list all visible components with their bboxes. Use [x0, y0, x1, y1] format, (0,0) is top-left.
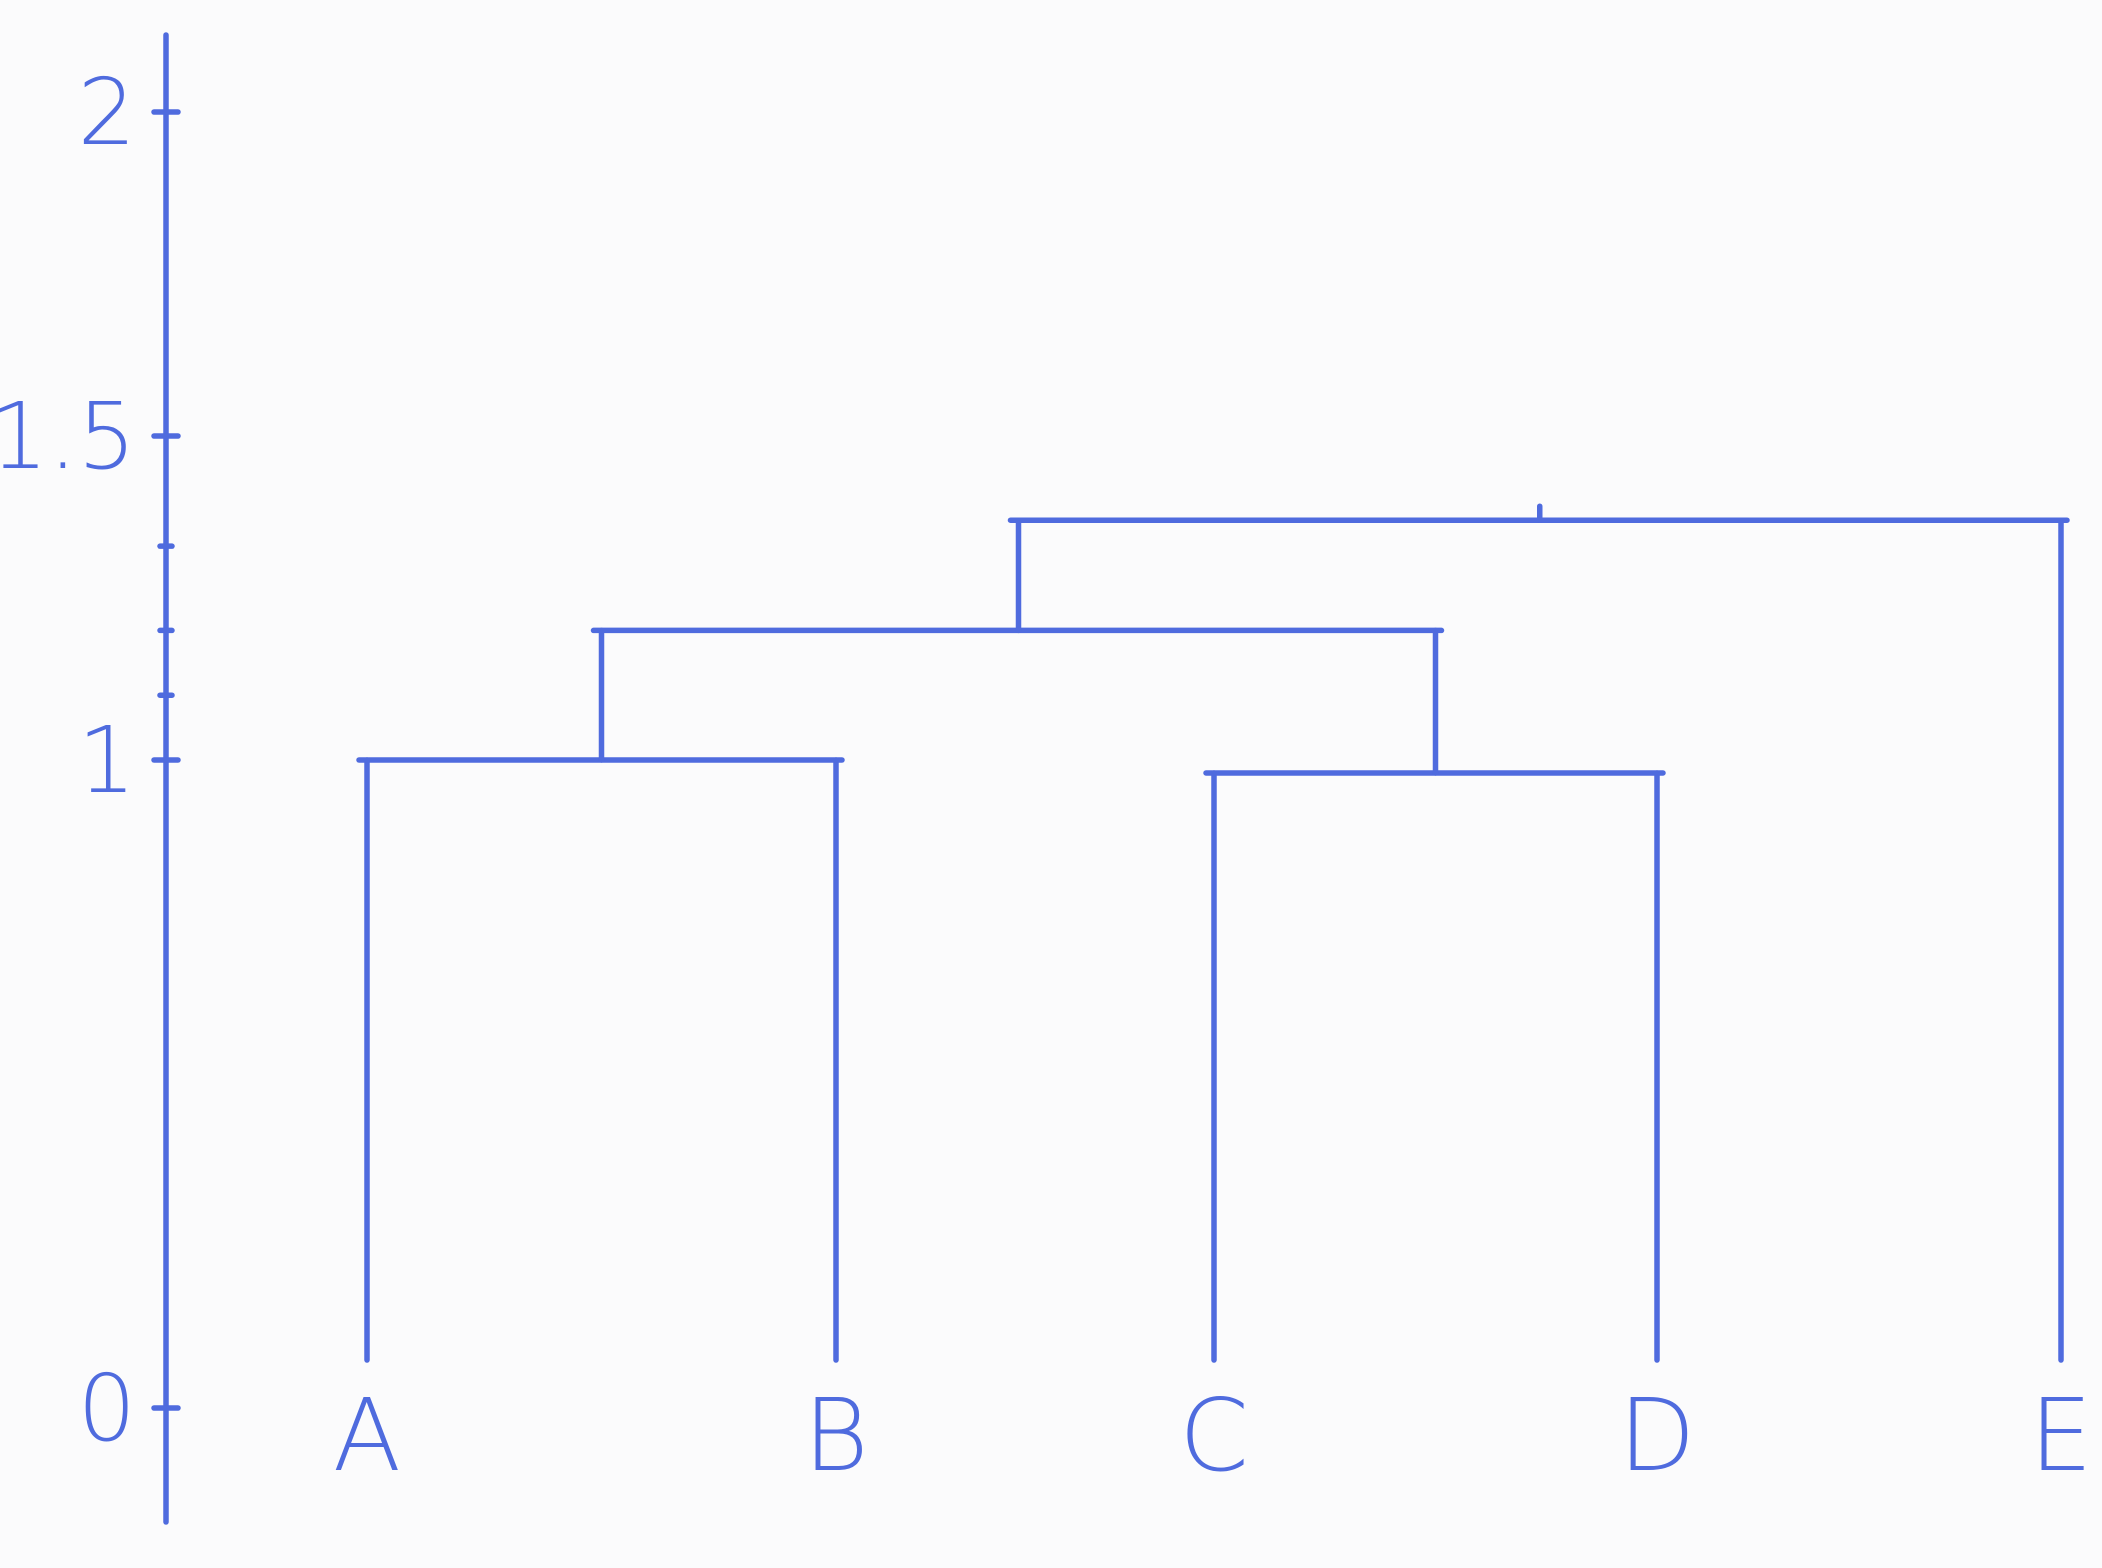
y-axis: 011.52	[0, 32, 181, 1525]
leaf-label-b: B	[803, 1377, 868, 1494]
leaf-labels: A B C D E	[333, 1377, 2093, 1494]
y-tick-label: 1	[77, 707, 136, 814]
leaf-label-a: A	[333, 1377, 401, 1494]
dendrogram-tree	[356, 503, 2070, 1363]
leaf-label-c: C	[1179, 1377, 1249, 1494]
leaf-label-e: E	[2029, 1377, 2092, 1494]
y-tick-label: 0	[77, 1355, 136, 1462]
leaf-label-d: D	[1618, 1377, 1695, 1494]
y-tick-label: 2	[77, 59, 136, 166]
y-tick-label: 1.5	[0, 383, 136, 490]
